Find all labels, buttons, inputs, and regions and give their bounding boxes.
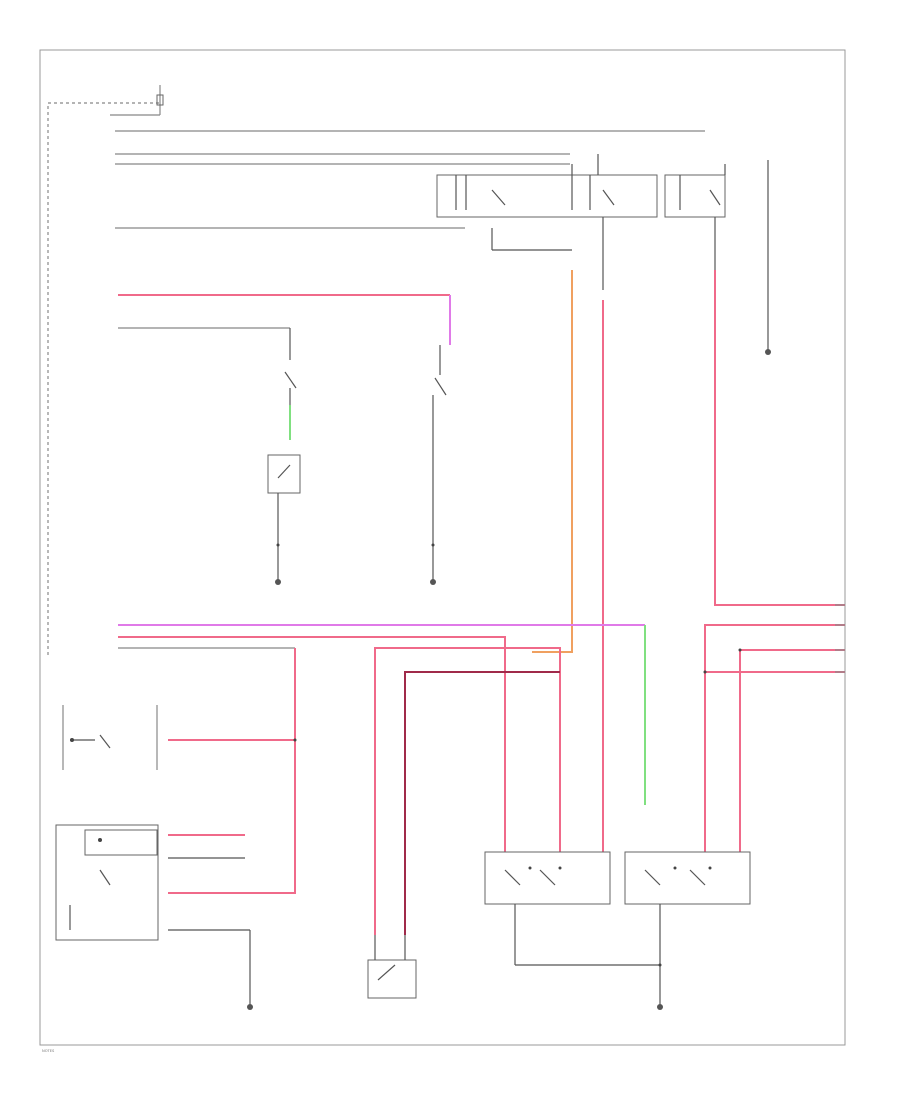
relay-block: [436, 154, 726, 251]
switch-middle: [430, 345, 447, 585]
top-feed-dashed: [47, 102, 160, 655]
fuse-block-top: [110, 85, 164, 116]
dark-red-wire: [404, 671, 560, 935]
pink-wire-loop: [374, 647, 561, 935]
mid-feeds: [118, 624, 645, 852]
switch-block-right: [624, 851, 751, 1010]
component-left-2: [55, 824, 253, 1010]
orange-wire: [532, 270, 573, 653]
switch-left-upper: [284, 328, 297, 405]
corner-label: NOTES: [42, 1049, 55, 1053]
right-connector-ticks: [835, 604, 845, 673]
switch-left-lower: [267, 454, 301, 585]
top-bus-lines: [115, 130, 705, 229]
pink-wire-lower-left: [245, 648, 296, 894]
switch-block-center: [484, 851, 660, 966]
right-feeds: [703, 624, 845, 852]
switch-bottom-middle: [367, 935, 417, 999]
component-left-1: [62, 705, 297, 770]
diagram-frame: [39, 49, 846, 1046]
relay-outputs: [602, 160, 771, 355]
pink-wire-relay-b: [714, 270, 845, 606]
